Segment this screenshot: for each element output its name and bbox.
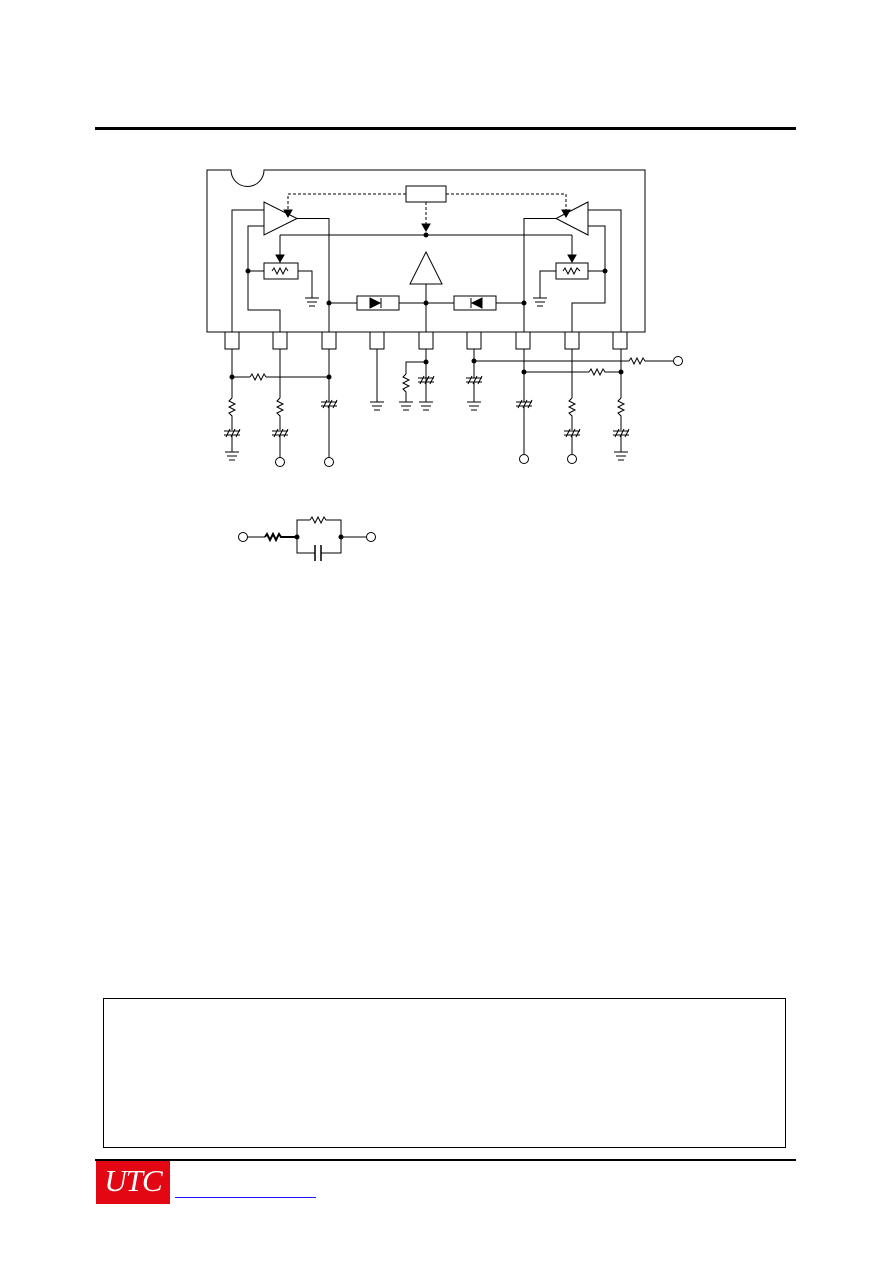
application-circuit-diagram xyxy=(206,169,683,561)
left-diode xyxy=(369,297,382,309)
resistor-zigzag xyxy=(227,397,237,430)
ground-symbol xyxy=(614,451,628,461)
ic-pins xyxy=(224,331,628,350)
left-amplifier-triangle xyxy=(263,201,299,236)
ground-symbol xyxy=(370,401,384,411)
capacitor-symbol xyxy=(314,545,322,561)
footer-rule xyxy=(95,1159,796,1161)
utc-logo: UTC xyxy=(96,1161,170,1204)
right-diode xyxy=(470,297,483,309)
logo-text: UTC xyxy=(104,1163,162,1198)
ground-symbol xyxy=(467,401,481,411)
bias-block xyxy=(405,185,447,203)
top-header-rule xyxy=(95,127,796,130)
resistor-zigzag xyxy=(401,373,411,402)
left-diode-box xyxy=(356,295,400,311)
resistor-zigzag xyxy=(567,397,577,430)
arrow-head xyxy=(421,223,431,233)
ground-symbol xyxy=(225,451,239,461)
center-buffer-triangle xyxy=(409,250,443,285)
resistor-zigzag xyxy=(562,266,581,276)
resistor-zigzag xyxy=(249,372,267,382)
ground-symbol xyxy=(533,297,547,307)
website-link[interactable] xyxy=(175,1197,316,1199)
resistor-zigzag xyxy=(264,531,297,543)
ground-symbol xyxy=(419,401,433,411)
resistor-zigzag xyxy=(309,515,342,537)
resistor-zigzag xyxy=(616,397,626,430)
right-amplifier-triangle xyxy=(554,201,589,236)
resistor-zigzag xyxy=(275,397,285,430)
ic-package-outline xyxy=(206,169,646,333)
capacitor-symbol xyxy=(418,375,435,385)
resistor-zigzag xyxy=(271,266,289,276)
resistor-zigzag xyxy=(628,356,673,366)
resistor-zigzag xyxy=(588,367,621,377)
right-diode-box xyxy=(453,295,497,311)
notice-box xyxy=(103,998,786,1148)
dashed-control-lines xyxy=(287,193,567,226)
rc-network-diagram xyxy=(238,515,376,561)
ground-symbol xyxy=(399,401,413,411)
ground-symbol xyxy=(305,297,319,307)
